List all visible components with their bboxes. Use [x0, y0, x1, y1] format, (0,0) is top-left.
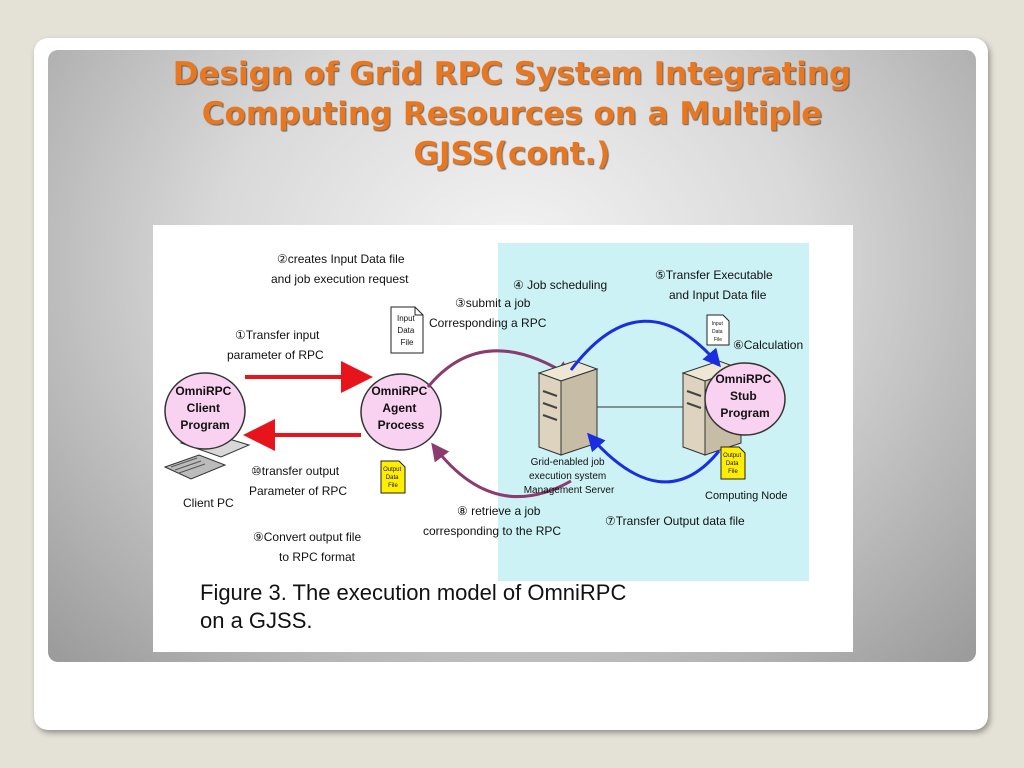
slide-title: Design of Grid RPC System Integrating Co…: [60, 54, 964, 174]
step-3-label: ③submit a job Corresponding a RPC: [429, 296, 547, 330]
figure-caption: Figure 3. The execution model of OmniRPC…: [200, 579, 840, 635]
step-6-label: ⑥Calculation: [733, 338, 803, 352]
input-data-file-label-node: Input Data File: [712, 321, 725, 343]
step-8-label: ⑧ retrieve a job corresponding to the RP…: [423, 504, 561, 538]
agent-process-node: [360, 373, 442, 451]
step-4-label: ④ Job scheduling: [513, 278, 607, 292]
output-data-file-icon-agent: Output Data File: [380, 460, 406, 494]
step-10-label: ⑩transfer output Parameter of RPC: [249, 464, 347, 498]
transfer-output-file-arc: [587, 432, 721, 484]
step-2-label: ②creates Input Data file and job executi…: [271, 252, 409, 286]
title-line-1: Design of Grid RPC System Integrating: [172, 56, 852, 92]
input-data-file-icon: Input Data File: [390, 306, 424, 354]
diagram-svg: Client PC OmniRPC Client Program OmniRPC…: [163, 243, 809, 581]
transfer-executable-arc: [569, 319, 721, 371]
step-7-label: ⑦Transfer Output data file: [605, 514, 745, 528]
step-5-label: ⑤Transfer Executable and Input Data file: [655, 268, 776, 302]
output-data-file-icon-node: Output Data File: [720, 446, 746, 480]
submit-job-arc: [426, 349, 574, 388]
client-program-node: [164, 372, 246, 450]
retrieve-job-arc: [431, 442, 572, 499]
client-pc-label: Client PC: [183, 496, 234, 510]
title-line-3: GJSS(cont.): [413, 136, 611, 172]
caption-line-1: Figure 3. The execution model of OmniRPC: [200, 580, 627, 605]
execution-model-figure: Client PC OmniRPC Client Program OmniRPC…: [153, 225, 853, 652]
agent-process-label: OmniRPC Agent Process: [371, 384, 430, 432]
step-1-label: ①Transfer input parameter of RPC: [227, 328, 324, 362]
output-data-file-label-node: Output Data File: [723, 453, 743, 475]
management-server-icon: [537, 360, 599, 456]
title-line-2: Computing Resources on a Multiple: [201, 96, 823, 132]
caption-line-2: on a GJSS.: [200, 608, 313, 633]
client-program-label: OmniRPC Client Program: [175, 384, 234, 432]
computing-node-label: Computing Node: [705, 490, 788, 502]
input-data-file-icon-node: Input Data File: [706, 314, 730, 346]
management-server-label: Grid-enabled job execution system Manage…: [524, 457, 615, 496]
stub-program-label: OmniRPC Stub Program: [715, 372, 774, 420]
output-data-file-label-agent: Output Data File: [383, 467, 403, 489]
step-9-label: ⑨Convert output file to RPC format: [253, 530, 365, 564]
stub-program-node: [704, 362, 786, 436]
input-data-file-label: Input Data File: [397, 314, 417, 347]
